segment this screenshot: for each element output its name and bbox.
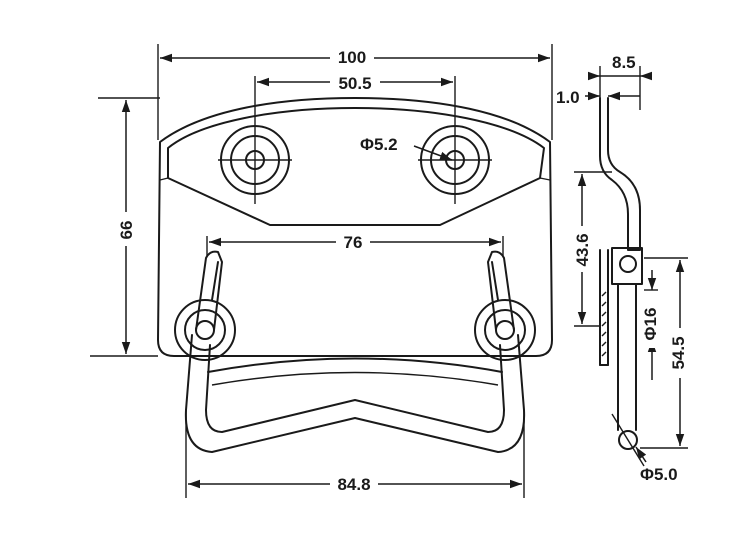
- wire-handle-inner: [205, 344, 505, 433]
- profile-plate: [599, 97, 641, 251]
- embossed-panel: [167, 107, 545, 226]
- dim-profile-height: 43.6: [573, 233, 592, 266]
- front-view: [157, 97, 553, 453]
- dim-handle-outer-width: 84.8: [337, 475, 370, 494]
- dim-overall-width: 100: [338, 48, 366, 67]
- dim-plate-height: 66: [117, 221, 136, 240]
- dim-pivot-diameter: Φ16: [641, 308, 660, 341]
- wire-handle-outer: [184, 334, 526, 453]
- pivot-boss-right: [474, 299, 536, 361]
- dim-plate-thickness: 1.0: [556, 88, 580, 107]
- dim-hole-diameter: Φ5.2: [360, 135, 398, 154]
- profile-pivot-block: [611, 247, 643, 285]
- front-view-dimensions: 100 50.5 Φ5.2 66 76 84.8: [90, 44, 553, 498]
- handle-hook-right: [487, 250, 515, 331]
- side-view-dimensions: 8.5 1.0 43.6 Φ16 54.5 Φ5.0: [556, 53, 691, 484]
- dim-wire-diameter: Φ5.0: [640, 465, 678, 484]
- dim-handle-drop: 54.5: [669, 336, 688, 369]
- dim-hole-spacing: 50.5: [338, 74, 371, 93]
- profile-wire-section: [618, 430, 638, 450]
- dim-profile-depth: 8.5: [612, 53, 636, 72]
- dim-handle-inner-width: 76: [344, 233, 363, 252]
- back-plate-outline: [157, 97, 553, 357]
- handle-hook-left: [195, 250, 223, 331]
- side-profile-view: [599, 97, 645, 467]
- pivot-boss-left: [174, 299, 236, 361]
